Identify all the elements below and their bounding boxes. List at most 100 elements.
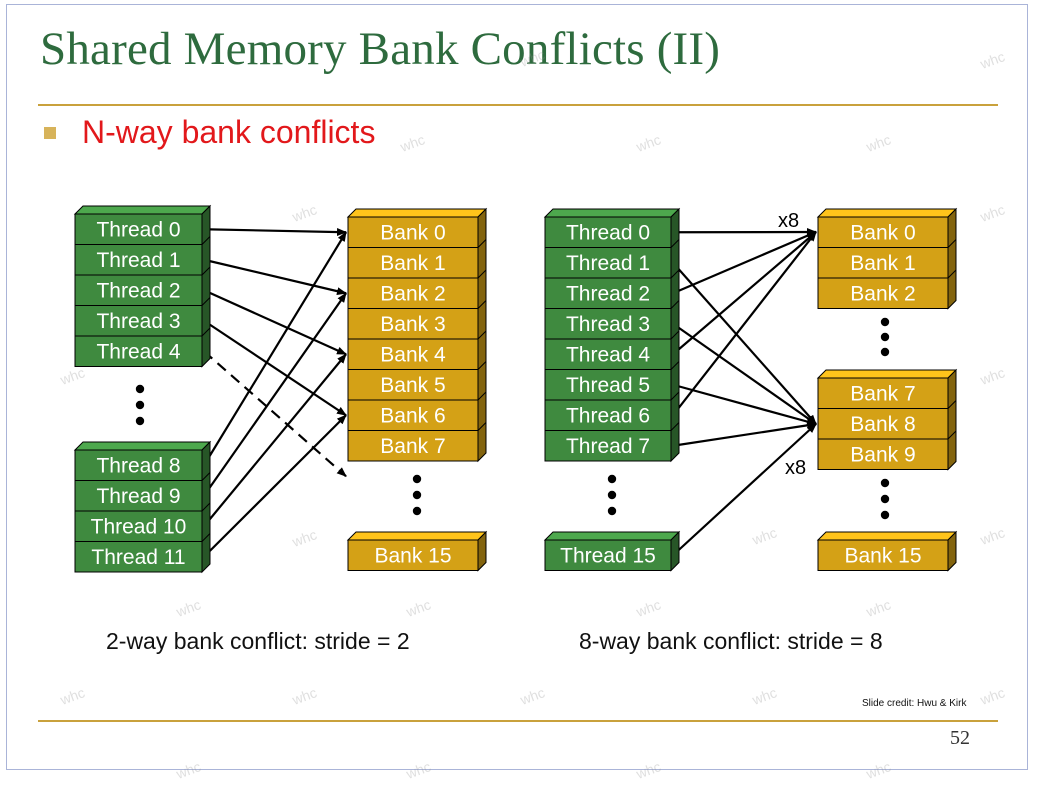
bank-box-edge [477, 391, 487, 401]
thread-label-thread-0: Thread 0 [566, 221, 650, 244]
bank-box-bank-3 [347, 308, 479, 340]
bank-box-bank-0 [347, 216, 479, 248]
bank-label-bank-15: Bank 15 [374, 544, 451, 567]
thread-label-thread-6: Thread 6 [566, 404, 650, 427]
bank-label-bank-9: Bank 9 [850, 443, 915, 466]
bank-box-bank-6 [347, 399, 479, 431]
arrow-thread-4-to-bank-8 [203, 350, 347, 478]
thread-label-thread-0: Thread 0 [96, 218, 180, 241]
bank-box-edge [947, 239, 957, 248]
thread-box-thread-0 [74, 213, 203, 245]
bank-stack-top [346, 531, 488, 541]
thread-label-thread-2: Thread 2 [566, 282, 650, 305]
bank-box-edge [947, 269, 957, 279]
thread-label-thread-4: Thread 4 [566, 343, 650, 366]
ellipsis-dot [880, 494, 890, 504]
bank-label-bank-7: Bank 7 [380, 435, 445, 458]
thread-box-thread-2 [544, 277, 672, 309]
bank-box-edge [477, 361, 487, 370]
thread-label-thread-3: Thread 3 [566, 313, 650, 336]
thread-stack-top [73, 205, 212, 215]
left-diagram-caption: 2-way bank conflict: stride = 2 [106, 628, 410, 654]
bank-box-bank-7 [817, 377, 949, 409]
multiplicity-label-top: x8 [778, 210, 799, 232]
bank-box-bank-0 [817, 216, 949, 248]
slide-credit: Slide credit: Hwu & Kirk [862, 698, 967, 709]
thread-box-thread-15 [544, 539, 672, 571]
bank-stack-side [947, 368, 957, 471]
thread-box-edge [201, 236, 211, 245]
thread-box-edge [201, 533, 211, 542]
bullet-marker [44, 127, 56, 139]
bank-label-bank-6: Bank 6 [380, 404, 445, 427]
arrow-thread-2-to-bank-4 [203, 289, 347, 356]
thread-label-thread-11: Thread 11 [91, 546, 185, 569]
thread-box-thread-3 [544, 308, 672, 340]
thread-box-edge [201, 297, 211, 306]
bank-label-bank-0: Bank 0 [380, 221, 445, 244]
thread-box-edge [670, 239, 680, 248]
bank-label-bank-2: Bank 2 [850, 282, 915, 305]
arrow-thread-0-to-bank-0 [203, 228, 347, 237]
bank-label-bank-1: Bank 1 [380, 252, 445, 275]
thread-box-edge [670, 300, 680, 309]
bank-box-edge [947, 430, 957, 440]
arrow-thread-15-to-bank-8 [672, 423, 817, 557]
bank-box-bank-5 [347, 369, 479, 401]
ellipsis-dot [880, 510, 890, 520]
bank-label-bank-15: Bank 15 [844, 544, 921, 567]
bank-box-bank-15 [347, 539, 479, 571]
thread-stack-top [543, 531, 681, 541]
thread-label-thread-7: Thread 7 [566, 435, 650, 458]
arrow-thread-4-to-bank-0 [672, 231, 817, 356]
thread-box-edge [201, 327, 211, 337]
arrow-thread-3-to-bank-6 [203, 319, 347, 417]
arrow-thread-8-to-bank-0 [203, 231, 347, 466]
thread-box-thread-5 [544, 369, 672, 401]
thread-box-edge [670, 330, 680, 340]
arrow-thread-3-to-bank-8 [672, 322, 817, 425]
multiplicity-label-bottom: x8 [785, 457, 806, 479]
ellipsis-dot [412, 490, 422, 500]
labels-layer: x8 x8 [778, 210, 806, 479]
thread-label-thread-2: Thread 2 [96, 279, 180, 302]
thread-box-thread-2 [74, 274, 203, 306]
thread-label-thread-9: Thread 9 [96, 485, 180, 508]
thread-stack-top [543, 208, 681, 218]
thread-box-edge [201, 502, 211, 512]
slide-title: Shared Memory Bank Conflicts (II) [40, 23, 721, 75]
thread-box-edge [201, 266, 211, 276]
thread-label-thread-5: Thread 5 [566, 374, 650, 397]
ellipsis-dot [880, 478, 890, 488]
ellipsis-dot [135, 384, 145, 394]
slide-frame [6, 4, 1028, 770]
arrows-layer [203, 228, 817, 558]
ellipsis-dot [880, 347, 890, 357]
thread-box-thread-6 [544, 399, 672, 431]
bank-label-bank-0: Bank 0 [850, 221, 915, 244]
bank-box-edge [477, 330, 487, 340]
bank-label-bank-2: Bank 2 [380, 282, 445, 305]
right-diagram-caption: 8-way bank conflict: stride = 8 [579, 628, 883, 654]
thread-label-thread-1: Thread 1 [566, 252, 650, 275]
bank-label-bank-8: Bank 8 [850, 413, 915, 436]
bank-box-bank-15 [817, 539, 949, 571]
thread-box-thread-7 [544, 430, 672, 462]
thread-box-thread-9 [74, 480, 203, 512]
bank-stack-top [346, 208, 488, 218]
ellipsis-dot [135, 400, 145, 410]
title-underline [38, 104, 998, 106]
bank-label-bank-1: Bank 1 [850, 252, 915, 275]
arrow-thread-2-to-bank-0 [672, 230, 817, 295]
thread-label-thread-15: Thread 15 [560, 544, 656, 567]
dots-layer [135, 317, 890, 520]
thread-label-thread-3: Thread 3 [96, 310, 180, 333]
arrow-thread-11-to-bank-6 [203, 414, 347, 558]
ellipsis-dot [607, 490, 617, 500]
bank-box-bank-7 [347, 430, 479, 462]
ellipsis-dot [880, 332, 890, 342]
footer-rule [38, 720, 998, 722]
bullet-text: N-way bank conflicts [82, 114, 376, 150]
bank-stack-top [816, 208, 958, 218]
